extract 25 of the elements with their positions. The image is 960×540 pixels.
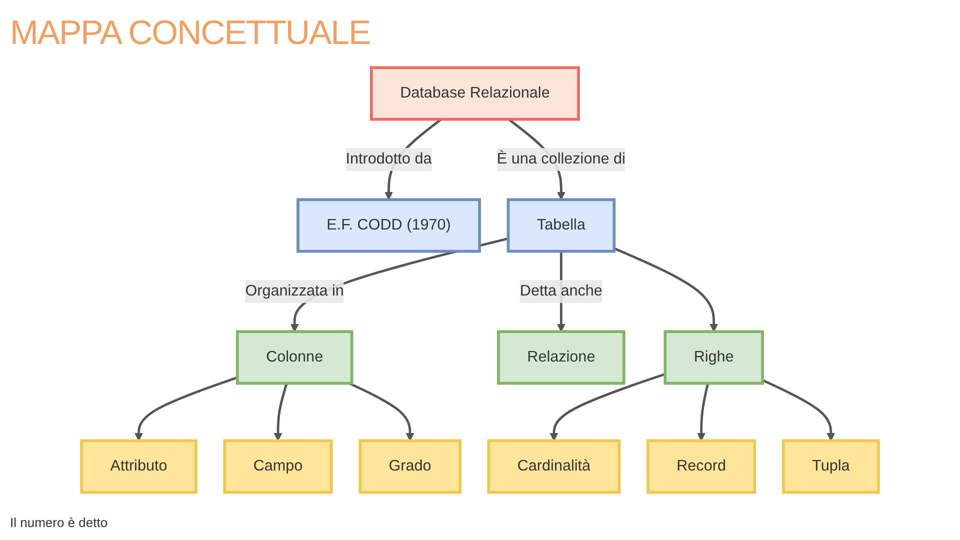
edge-label: È una collezione di <box>496 150 626 168</box>
diagram-title: MAPPA CONCETTUALE <box>10 14 370 53</box>
edge-label: Organizzata in <box>245 282 344 300</box>
node-box: Database Relazionale <box>370 66 580 121</box>
node-box: Cardinalità <box>487 439 621 494</box>
arrow <box>550 372 666 442</box>
edge-label: Introdotto da <box>346 150 432 168</box>
node-box: Relazione <box>497 330 626 385</box>
edge-label: Detta anche <box>520 282 602 300</box>
node-box: Attributo <box>80 439 198 494</box>
node-box: Record <box>646 439 756 494</box>
arrow <box>614 247 718 332</box>
node-box: Colonne <box>236 330 354 385</box>
arrow <box>274 382 288 442</box>
arrow <box>134 376 238 442</box>
node-box: Grado <box>358 439 462 494</box>
node-box: Tabella <box>506 198 616 253</box>
node-box: Tupla <box>782 439 880 494</box>
arrow <box>348 382 414 442</box>
node-box: Campo <box>223 439 333 494</box>
node-box: Righe <box>664 330 764 385</box>
note-text: Il numero è detto <box>10 515 108 530</box>
node-box: E.F. CODD (1970) <box>296 198 481 253</box>
arrow <box>762 379 836 442</box>
arrow <box>697 383 710 442</box>
